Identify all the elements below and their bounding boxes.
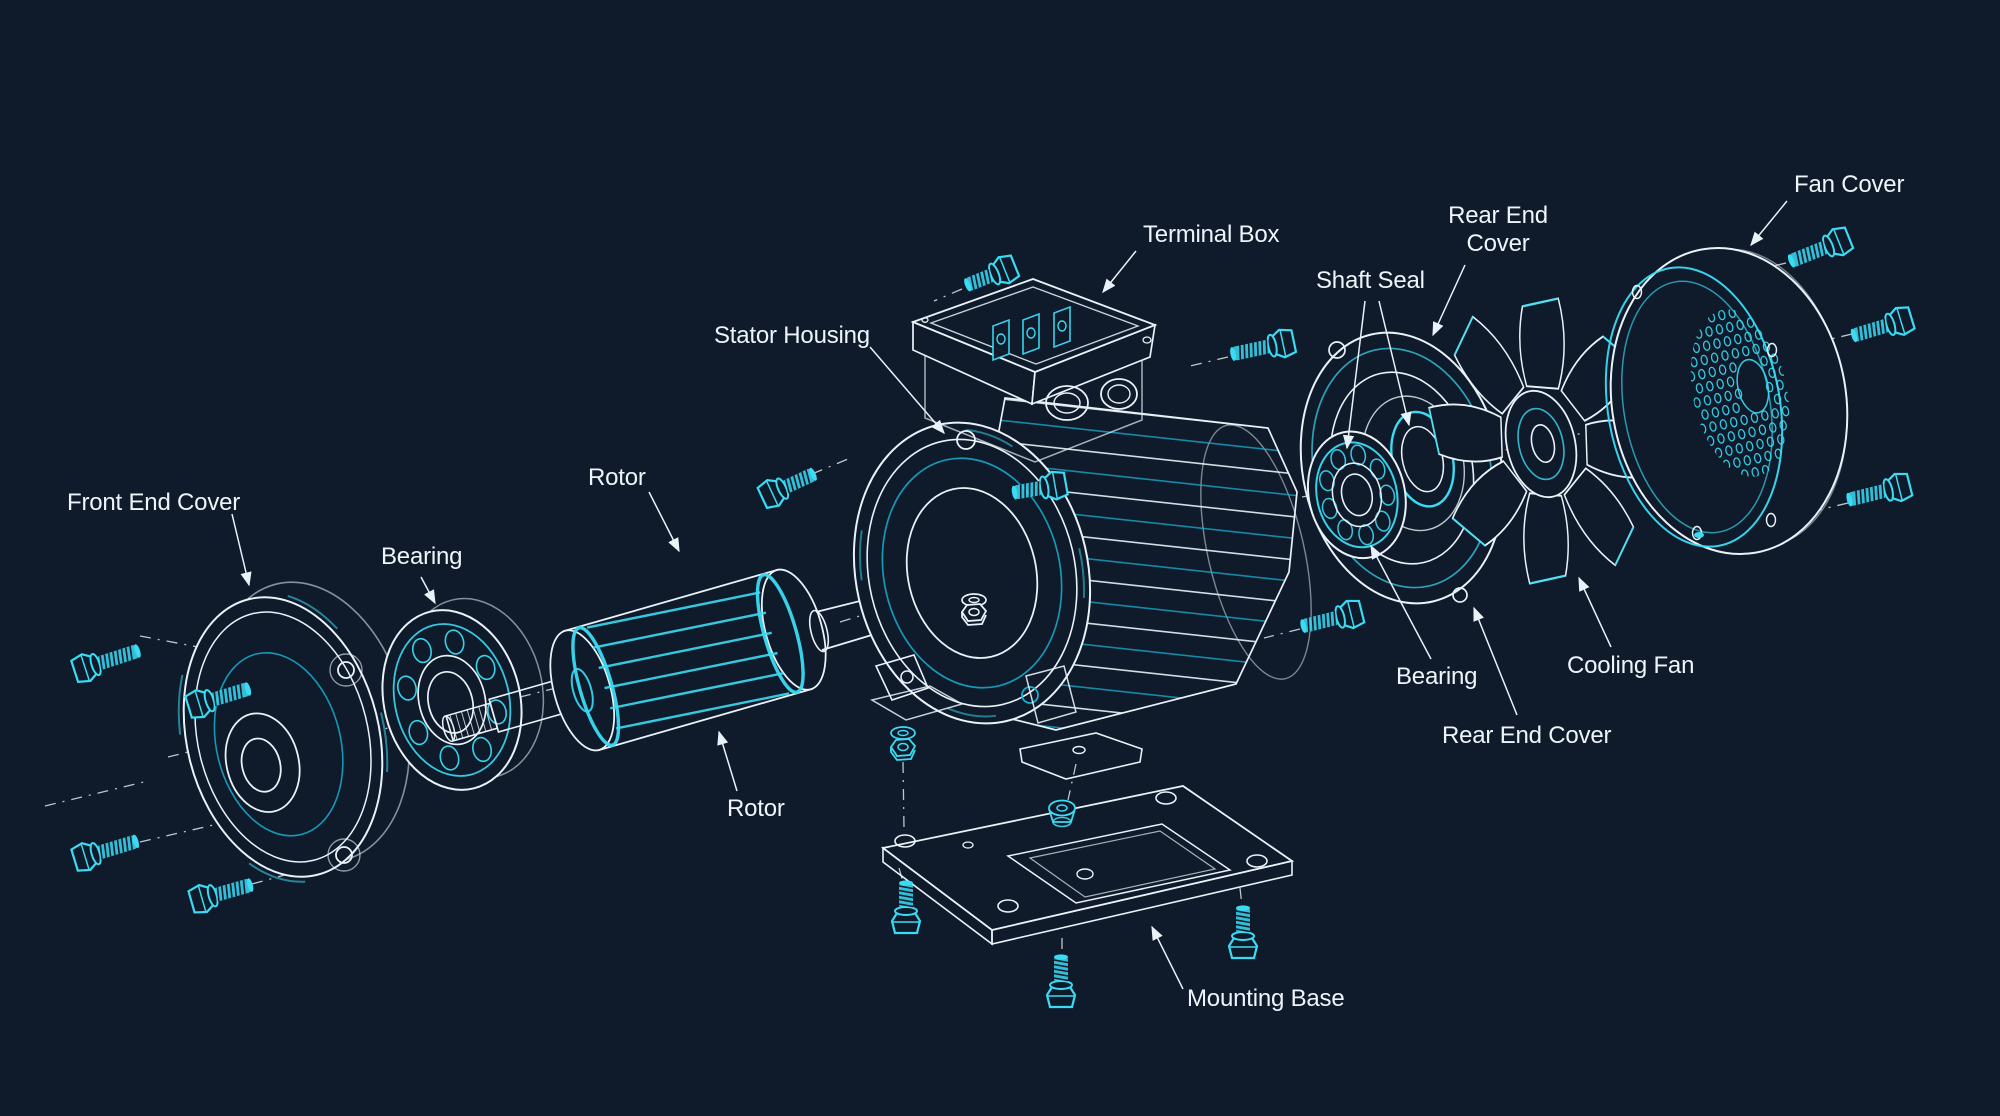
rim-hole <box>1766 342 1778 358</box>
bolt-icon <box>184 682 252 719</box>
bolt-hole <box>1328 341 1346 359</box>
leader-line <box>1750 200 1788 247</box>
bolt-icon <box>69 644 141 683</box>
fasteners <box>69 226 1916 1009</box>
leader-line <box>1102 250 1137 294</box>
bolt-icon <box>70 834 140 872</box>
centerline-dash <box>139 635 331 673</box>
bolt-icon <box>1227 905 1259 960</box>
label-front-end-cover: Front End Cover <box>67 489 241 516</box>
bolt-icon <box>964 254 1021 292</box>
bolt-icon <box>1846 472 1914 507</box>
fan-blade <box>1519 297 1565 390</box>
countersunk-screw <box>1048 799 1076 828</box>
terminal-pin <box>1053 305 1071 349</box>
label-terminal-box: Terminal Box <box>1143 221 1280 248</box>
bolt-icon <box>1230 328 1298 361</box>
base-hole <box>1155 791 1177 805</box>
centerline-dash <box>933 288 963 302</box>
fan-blade <box>1523 492 1569 585</box>
fan-hub <box>1504 389 1578 499</box>
bolt-hole <box>1452 587 1468 603</box>
centerline-dash <box>1263 628 1301 639</box>
label-rear-end-cover-top-line1: Rear End <box>1448 202 1548 229</box>
label-rotor-top: Rotor <box>588 464 646 491</box>
mounting-base <box>880 785 1295 946</box>
leader-line <box>1432 264 1466 337</box>
fan-blade <box>1453 315 1525 415</box>
label-rear-end-cover-bottom: Rear End Cover <box>1442 722 1612 749</box>
label-fan-cover: Fan Cover <box>1794 171 1905 198</box>
fan-cover <box>1604 246 1849 556</box>
leader-line <box>648 491 680 553</box>
centerline-dash <box>1805 333 1853 346</box>
centerline-dash <box>519 688 553 698</box>
bolt-hole <box>335 846 353 864</box>
bolt-hole <box>337 661 355 679</box>
washer-icon <box>890 726 916 740</box>
terminal-pin <box>1022 312 1040 356</box>
base-hole <box>894 834 916 848</box>
centerline-dash <box>1185 356 1229 368</box>
label-rear-end-cover-top: Rear End Cover <box>1434 202 1562 259</box>
rim-hole <box>1765 512 1777 528</box>
bearing-left <box>381 597 545 791</box>
cable-gland <box>1100 378 1138 410</box>
bolt-icon <box>1011 470 1069 501</box>
terminal-pin <box>992 318 1010 362</box>
leader-line <box>717 730 738 792</box>
fan-blade <box>1451 460 1528 547</box>
nut-icon <box>960 603 988 626</box>
label-shaft-seal: Shaft Seal <box>1316 267 1425 294</box>
leader-line <box>1473 606 1518 716</box>
leader-line <box>1370 544 1432 660</box>
label-bearing-right: Bearing <box>1396 663 1478 690</box>
leader-line <box>1578 576 1612 648</box>
label-bearing-left: Bearing <box>381 543 463 570</box>
bolt-icon <box>1300 599 1366 633</box>
rim-accent <box>1694 532 1704 538</box>
label-rear-end-cover-top-line2: Cover <box>1466 230 1530 258</box>
centerline-dash <box>811 458 849 475</box>
fan-blade <box>1563 467 1635 567</box>
bolt-icon <box>890 880 922 935</box>
leader-line <box>1342 300 1366 450</box>
leader-line <box>1378 300 1412 427</box>
label-stator-housing: Stator Housing <box>714 322 870 349</box>
label-rotor-bottom: Rotor <box>727 795 785 822</box>
centerline-dash <box>1239 887 1243 907</box>
base-hole <box>997 899 1019 913</box>
bolt-icon <box>1850 306 1916 343</box>
nut-icon <box>889 738 917 761</box>
fan-blade <box>1428 403 1503 463</box>
rim-hole <box>1631 284 1643 300</box>
bolt-icon <box>187 878 254 914</box>
rotor <box>441 568 827 752</box>
centerline-dash <box>1067 763 1077 801</box>
centerline-dash <box>44 780 149 807</box>
centerline-dash <box>1801 502 1849 515</box>
leader-line <box>1151 925 1184 990</box>
terminal-box <box>910 278 1158 463</box>
centerline-dash <box>902 761 905 829</box>
base-hole <box>1246 854 1268 868</box>
leader-line <box>231 513 252 587</box>
label-mounting-base: Mounting Base <box>1187 985 1345 1012</box>
bolt-icon <box>756 467 817 510</box>
leader-line <box>420 576 436 605</box>
bearing-right <box>1306 430 1407 560</box>
bolt-icon <box>1787 226 1855 268</box>
stator-housing <box>852 397 1312 780</box>
leader-lines <box>231 200 1788 990</box>
leader-line <box>869 346 945 435</box>
front-end-cover <box>177 581 411 883</box>
bolt-icon <box>1045 954 1077 1009</box>
label-cooling-fan: Cooling Fan <box>1567 652 1695 679</box>
cable-gland <box>1045 385 1089 421</box>
motor-parts <box>177 246 1849 946</box>
motor-foot-pad <box>1019 732 1143 780</box>
